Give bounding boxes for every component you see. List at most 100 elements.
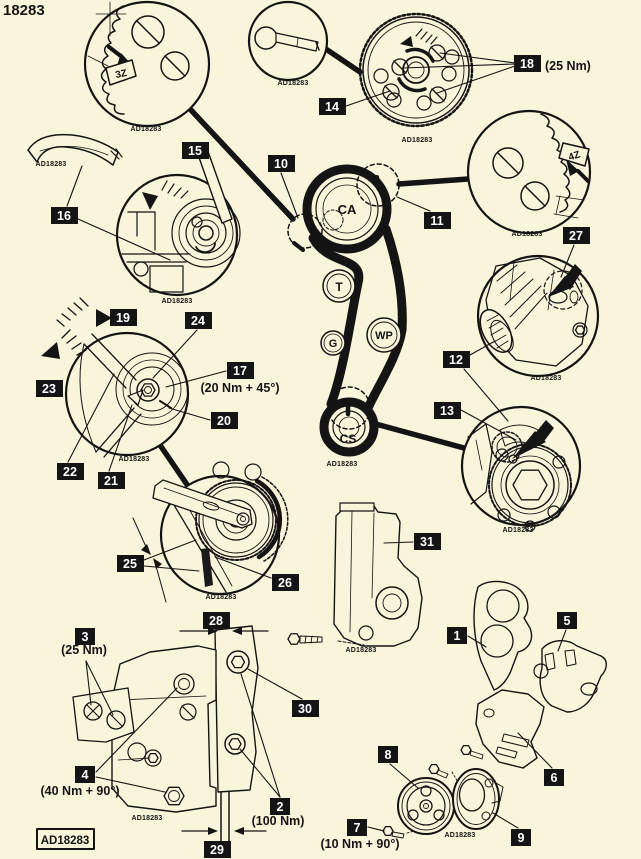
svg-text:3: 3 [82, 630, 89, 644]
svg-text:7: 7 [354, 821, 361, 835]
rotation-arrow-icon [400, 28, 438, 47]
timing-mark-flag [558, 142, 590, 167]
timing-mark-flag [105, 59, 137, 86]
svg-text:AD18283: AD18283 [41, 835, 90, 847]
svg-text:13: 13 [440, 404, 454, 418]
pulley-cover-9 [452, 768, 504, 830]
callout-17: 17 [227, 362, 254, 379]
callout-6: 6 [544, 769, 564, 786]
svg-text:9: 9 [518, 831, 525, 845]
svg-text:10: 10 [274, 157, 288, 171]
crank-pulley-8 [397, 764, 460, 835]
torque-labels: (25 Nm) (20 Nm + 45°) (25 Nm) (40 Nm + 9… [41, 59, 591, 851]
mount-bracket-31 [333, 502, 423, 647]
svg-text:12: 12 [449, 353, 463, 367]
source-code: AD18283 [327, 461, 358, 468]
page-number: 18283 [3, 2, 45, 19]
svg-text:25: 25 [123, 557, 137, 571]
callout-3: 3 [75, 628, 95, 645]
svg-text:5: 5 [564, 614, 571, 628]
svg-text:11: 11 [430, 214, 443, 228]
svg-text:16: 16 [57, 209, 71, 223]
cover-bolt-icon [460, 745, 484, 760]
belt-right-strand [364, 224, 407, 411]
engine-mount-assembly [72, 621, 323, 849]
water-pump-pulley [366, 317, 402, 353]
callout-2: 2 [270, 798, 290, 815]
callout-pointer-lines [66, 52, 575, 832]
callout-19: 19 [110, 309, 137, 326]
tensioner-pulley [322, 269, 356, 303]
torque-18: (25 Nm) [545, 59, 591, 73]
timing-mark-arrow-icon [566, 159, 590, 183]
callout-12: 12 [443, 351, 470, 368]
belt-routing: CA T G WP CS [287, 163, 407, 457]
camshaft-sprocket [358, 12, 474, 128]
belt-left-strand [308, 233, 364, 409]
small-bolt-7-icon [382, 826, 415, 839]
locking-pin-tool-detail [247, 0, 329, 82]
callout-13: 13 [434, 402, 461, 419]
svg-text:28: 28 [209, 614, 223, 628]
source-code: AD18283 [531, 375, 562, 382]
svg-text:6: 6 [551, 771, 558, 785]
svg-text:2: 2 [277, 800, 284, 814]
timing-mark-right-label: 4Z [567, 149, 581, 163]
source-code: AD18283 [119, 456, 150, 463]
svg-text:30: 30 [298, 702, 312, 716]
source-code: AD18283 [503, 527, 534, 534]
stud-width-arrows-bottom [181, 827, 267, 835]
callout-11: 11 [424, 212, 451, 229]
callout-10: 10 [268, 155, 295, 172]
tensioner-adjust-detail [64, 331, 190, 458]
crankshaft-mark-detail [460, 405, 582, 532]
callout-27: 27 [563, 227, 590, 244]
svg-text:27: 27 [569, 229, 583, 243]
svg-text:19: 19 [116, 311, 130, 325]
timing-mark-left-label: 3Z [114, 68, 128, 81]
pointer-arrow-icon [548, 264, 582, 297]
callout-24: 24 [185, 312, 212, 329]
svg-text:8: 8 [385, 748, 392, 762]
callout-7: 7 [347, 819, 367, 836]
tensioner-pulley-label: T [335, 280, 343, 294]
callout-9: 9 [511, 829, 531, 846]
callout-4: 4 [75, 766, 95, 783]
source-code: AD18283 [162, 298, 193, 305]
svg-text:22: 22 [63, 465, 77, 479]
source-code: AD18283 [36, 161, 67, 168]
loose-bolt-icon [287, 633, 323, 645]
svg-text:24: 24 [191, 314, 205, 328]
source-code: AD18283 [132, 815, 163, 822]
crankshaft-pulley-label: CS [340, 432, 357, 446]
callout-23: 23 [36, 380, 63, 397]
tensioner-release-detail [115, 142, 241, 297]
guide-pulley-label: G [329, 338, 338, 350]
boxed-source-code: AD18283 [36, 828, 95, 850]
torque-2: (100 Nm) [252, 814, 305, 828]
callout-28: 28 [203, 612, 230, 629]
pointer-arrow-icon [512, 420, 554, 459]
svg-text:26: 26 [278, 576, 292, 590]
pin-depth-dimension [132, 517, 167, 603]
torque-4: (40 Nm + 90°) [41, 784, 120, 798]
svg-text:17: 17 [233, 364, 247, 378]
source-code: AD18283 [402, 137, 433, 144]
callout-20: 20 [211, 412, 238, 429]
svg-text:4: 4 [82, 768, 89, 782]
rotate-counterclockwise-arrow-icon [142, 180, 189, 210]
water-pump-label: WP [375, 330, 393, 342]
callout-26: 26 [272, 574, 299, 591]
callout-21: 21 [98, 472, 125, 489]
svg-text:29: 29 [210, 843, 224, 857]
callout-15: 15 [182, 142, 209, 159]
mount-bracket-5 [533, 640, 607, 713]
crankshaft-locking-detail [152, 461, 289, 596]
torque-3: (25 Nm) [61, 643, 107, 657]
wedge-tool [27, 133, 123, 166]
svg-text:31: 31 [420, 535, 434, 549]
source-code: AD18283 [346, 647, 377, 654]
lower-timing-cover-6 [460, 689, 545, 769]
